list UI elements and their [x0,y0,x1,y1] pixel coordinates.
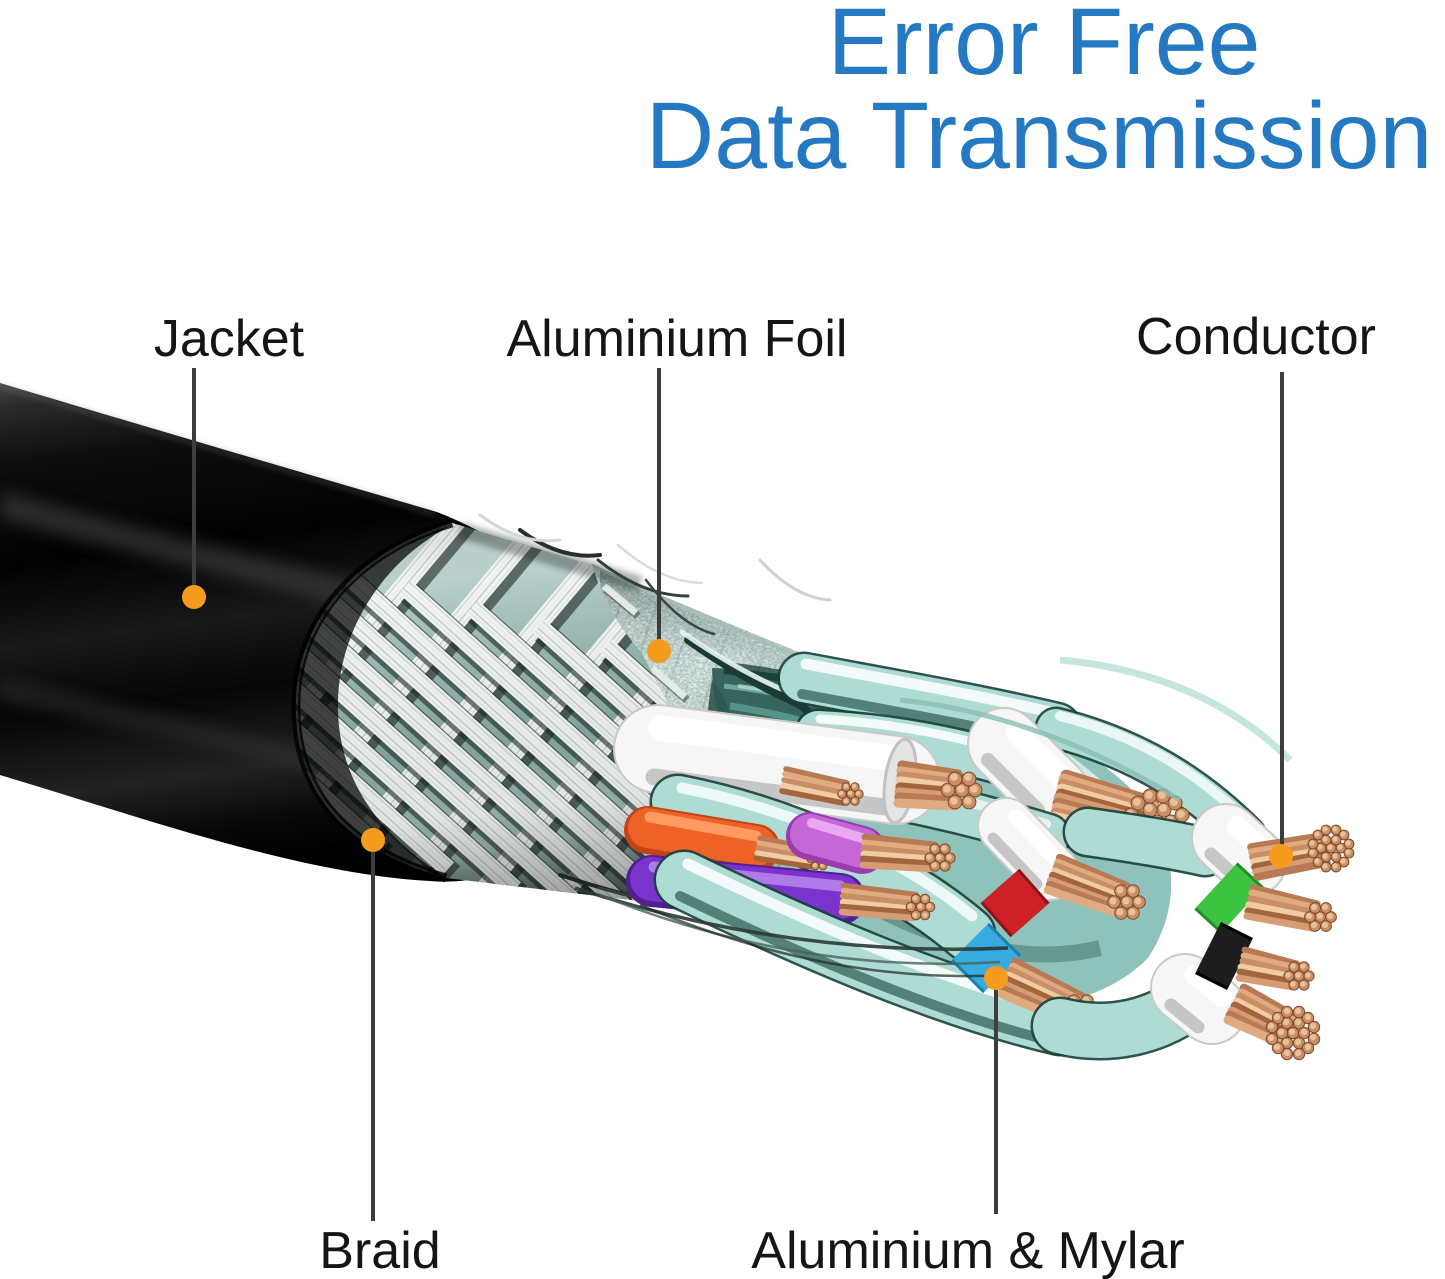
svg-text:Conductor: Conductor [1136,308,1376,366]
svg-text:Error Free: Error Free [828,0,1261,95]
svg-text:Aluminium & Mylar: Aluminium & Mylar [751,1222,1184,1279]
svg-text:Data Transmission: Data Transmission [646,83,1433,189]
svg-text:Jacket: Jacket [154,310,305,368]
svg-text:Braid: Braid [319,1222,440,1279]
svg-text:Aluminium Foil: Aluminium Foil [507,310,848,368]
